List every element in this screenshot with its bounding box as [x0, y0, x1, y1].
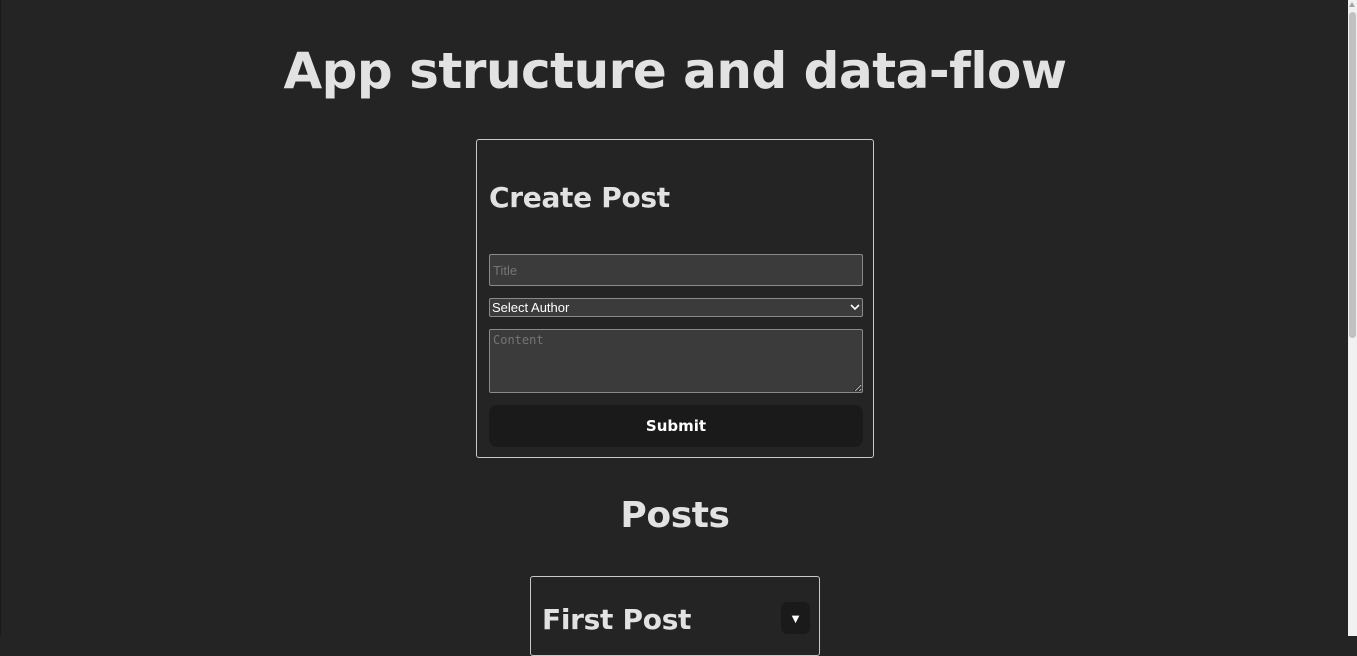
app-page: App structure and data-flow Create Post … — [0, 0, 1068, 656]
author-select-value: Select Author — [492, 300, 570, 315]
window-edge — [0, 0, 1, 636]
posts-heading: Posts — [620, 495, 730, 536]
content-textarea[interactable] — [489, 329, 863, 393]
page-title: App structure and data-flow — [283, 42, 1067, 100]
vertical-scrollbar[interactable] — [1348, 0, 1357, 636]
create-post-heading: Create Post — [489, 181, 670, 214]
caret-down-icon: ▼ — [789, 610, 802, 626]
scrollbar-thumb[interactable] — [1349, 12, 1356, 338]
expand-post-button[interactable]: ▼ — [781, 602, 810, 634]
scroll-up-arrow-icon[interactable] — [1349, 2, 1355, 7]
post-card: First Post ▼ — [530, 576, 820, 656]
title-input[interactable] — [489, 254, 863, 286]
create-post-card: Create Post Select Author Submit — [476, 139, 874, 458]
author-select[interactable]: Select Author — [489, 298, 863, 317]
chevron-down-icon — [848, 299, 862, 316]
post-title: First Post — [542, 603, 692, 636]
submit-button[interactable]: Submit — [489, 405, 863, 447]
